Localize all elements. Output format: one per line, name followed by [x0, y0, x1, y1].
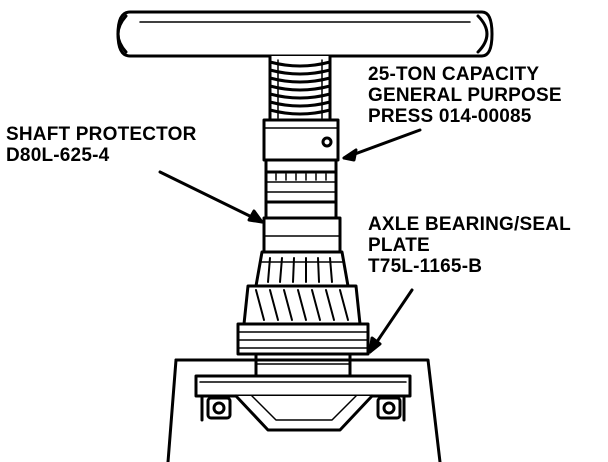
press-bed [166, 358, 442, 462]
press-ram-beam [116, 10, 494, 58]
seal-plate [236, 322, 370, 378]
shaft-protector-label: SHAFT PROTECTOR D80L-625-4 [6, 124, 197, 166]
leader-press [342, 128, 422, 162]
shaft-protector-label-line-1: SHAFT PROTECTOR [6, 124, 197, 145]
seal-plate-label-line-3: T75L-1165-B [368, 256, 483, 277]
axle-bearing [254, 250, 350, 288]
press-label-line-3: PRESS 014-00085 [368, 106, 532, 127]
ring-gear [242, 284, 362, 326]
press-screw [268, 54, 332, 122]
seal-plate-label: AXLE BEARING/SEAL PLATE T75L-1165-B [368, 214, 571, 277]
leader-seal-plate [368, 288, 414, 354]
seal-plate-label-line-1: AXLE BEARING/SEAL [368, 214, 571, 235]
shaft-protector-label-line-2: D80L-625-4 [6, 145, 110, 166]
shaft-ring [262, 216, 342, 254]
press-collar [262, 118, 340, 162]
bolt-left [206, 396, 232, 420]
bolt-right [376, 396, 402, 420]
press-label-line-2: GENERAL PURPOSE [368, 85, 562, 106]
leader-shaft-protector [158, 170, 264, 224]
shaft-protector [264, 158, 338, 220]
press-label: 25-TON CAPACITY GENERAL PURPOSE PRESS 01… [368, 64, 562, 127]
press-label-line-1: 25-TON CAPACITY [368, 64, 540, 85]
seal-plate-label-line-2: PLATE [368, 235, 430, 256]
